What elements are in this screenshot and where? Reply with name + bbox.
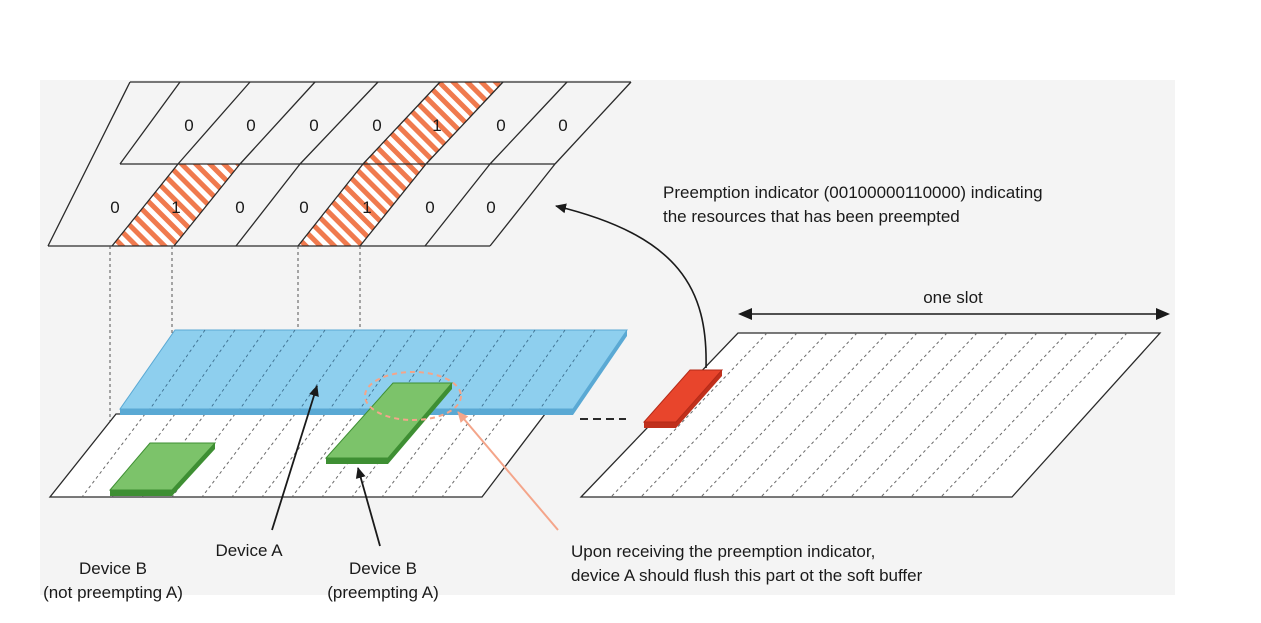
one-slot-label: one slot — [923, 288, 983, 307]
device-b-not-preempting-block — [108, 442, 217, 496]
device-b-not-preempting-label-line1: Device B — [79, 559, 147, 578]
grid-top-value: 0 — [558, 116, 567, 135]
grid-bottom-value: 0 — [299, 198, 308, 217]
grid-bottom-value: 1 — [362, 198, 371, 217]
one-slot-arrow — [738, 308, 1170, 320]
striped-cell-bottom-2 — [112, 164, 240, 246]
indicator-curve-arrow — [555, 203, 707, 369]
indicator-grid: 0 0 0 0 1 0 0 0 1 0 0 1 0 0 — [47, 81, 632, 247]
grid-bottom-value: 1 — [171, 198, 180, 217]
grid-bottom-value: 0 — [425, 198, 434, 217]
device-b-preempting-pointer — [355, 467, 381, 547]
grid-top-value: 0 — [372, 116, 381, 135]
grid-top-value: 0 — [309, 116, 318, 135]
grid-top-value: 0 — [246, 116, 255, 135]
grid-top-value: 1 — [432, 116, 441, 135]
grid-top-value: 0 — [496, 116, 505, 135]
device-a-label: Device A — [215, 541, 283, 560]
slot-plane-right — [579, 332, 1162, 498]
grid-bottom-value: 0 — [235, 198, 244, 217]
indicator-label-line2: the resources that has been preempted — [663, 207, 960, 226]
indicator-label-line1: Preemption indicator (00100000110000) in… — [663, 183, 1043, 202]
device-a-pointer — [271, 385, 319, 531]
grid-bottom-value: 0 — [486, 198, 495, 217]
grid-bottom-value: 0 — [110, 198, 119, 217]
preemption-indicator-block — [642, 369, 724, 428]
striped-cell-top-5 — [363, 82, 503, 164]
device-a-block — [119, 329, 628, 415]
flush-label-line1: Upon receiving the preemption indicator, — [571, 542, 875, 561]
flush-pointer — [457, 411, 559, 531]
device-b-preempting-label-line1: Device B — [349, 559, 417, 578]
flush-region-ellipse — [364, 371, 462, 421]
striped-cell-bottom-5 — [298, 164, 426, 246]
device-b-not-preempting-label-line2: (not preempting A) — [43, 583, 183, 602]
flush-label-line2: device A should flush this part ot the s… — [571, 566, 923, 585]
device-b-preempting-block — [324, 382, 454, 464]
grid-top-value: 0 — [184, 116, 193, 135]
device-b-preempting-label-line2: (preempting A) — [327, 583, 439, 602]
